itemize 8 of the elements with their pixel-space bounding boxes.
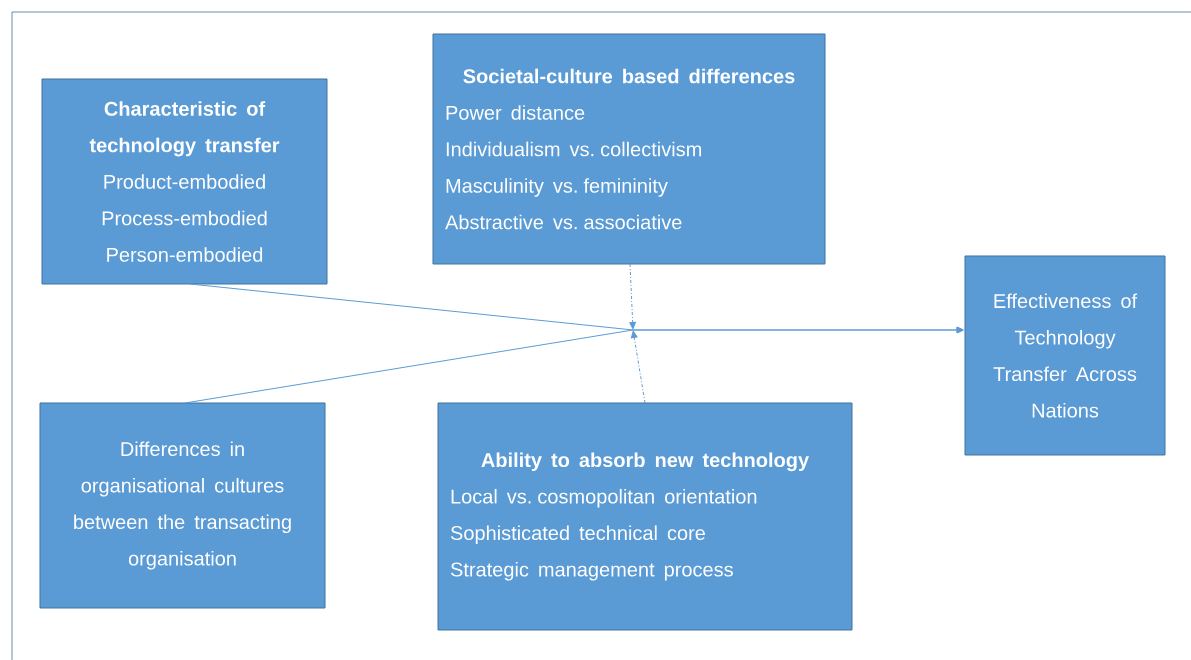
arrow [184, 326, 964, 404]
text-box: Effectiveness of Technology Transfer Across Nations [964, 255, 1166, 456]
text-box: Characteristic of technology transfer Product-embodied Process-embodied Person-embodied [41, 78, 328, 285]
text-box: Ability to absorb new technology Local vs. cosmopolitan orientation Sophisticated technical core Strategic management process [437, 402, 853, 631]
arrow [629, 263, 637, 330]
text-box: Societal-culture based differences Power distance Individualism vs. collectivism Masculinity vs. femininity Abstractive vs. associative [432, 33, 826, 265]
text-box: Differences in organisational cultures between the transacting organisation [39, 402, 326, 609]
arrow [630, 330, 646, 404]
